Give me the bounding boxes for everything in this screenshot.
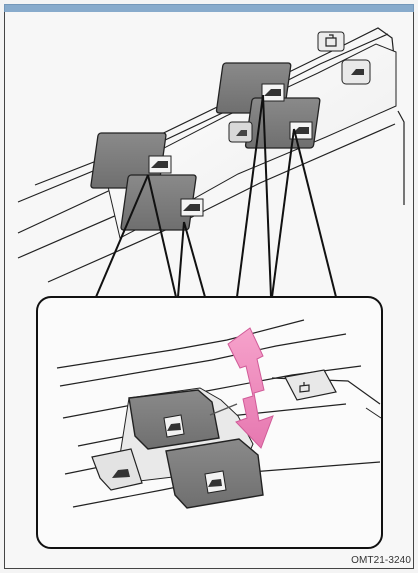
figure-code-caption: OMT21-3240 [351, 555, 411, 566]
